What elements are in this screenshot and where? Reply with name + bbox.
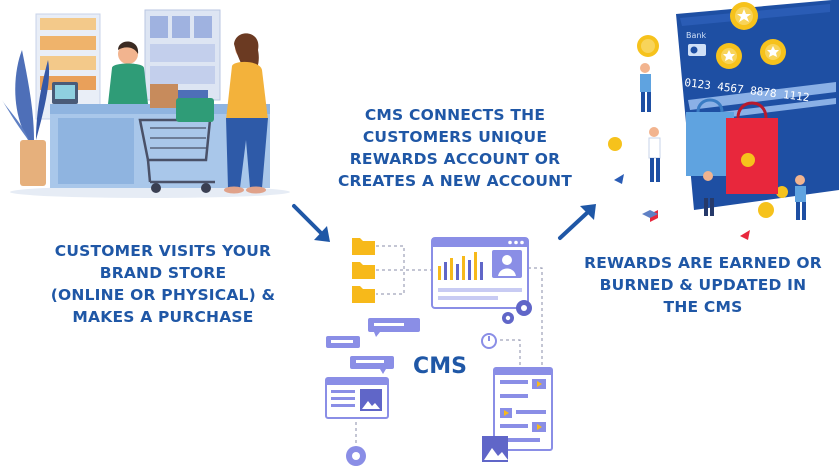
person-figure	[703, 171, 714, 216]
person-figure	[648, 127, 661, 182]
chat-bubble-icon	[368, 318, 420, 337]
caption-line: customers unique	[362, 128, 548, 146]
dashboard-window-icon	[431, 237, 529, 309]
media-list-window-icon	[493, 367, 553, 451]
caption-line: Rewards are earned or	[584, 254, 822, 272]
caption-line: creates a new account	[337, 172, 573, 190]
caption-rewards-earned: Rewards are earned or burned & updated i…	[572, 252, 834, 318]
person-figure	[640, 63, 651, 112]
coin-icon	[608, 137, 622, 151]
caption-line: Customer visits your	[54, 242, 272, 260]
person-figure	[795, 175, 806, 220]
caption-customer-visit: Customer visits your brand store (Online…	[28, 240, 298, 328]
coin-icon	[730, 2, 758, 30]
shopping-bag-icon	[726, 101, 778, 194]
card-bank-label: Bank	[686, 31, 706, 40]
gear-icon	[516, 300, 532, 316]
caption-line: burned & updated in	[599, 276, 807, 294]
folder-icon	[352, 262, 375, 279]
rewards-scene: Bank 0123 4567 8878 1112	[608, 0, 839, 240]
caption-line: CMS connects the	[364, 106, 546, 124]
store-scene	[2, 9, 290, 198]
coin-icon	[760, 39, 786, 65]
power-icon	[481, 333, 497, 349]
caption-cms-connects: CMS connects the customers unique reward…	[320, 104, 590, 192]
document-window-icon	[325, 377, 389, 419]
caption-line: rewards account or	[349, 150, 561, 168]
chat-bubble-icon	[350, 356, 394, 374]
folder-icon	[352, 286, 375, 303]
coin-icon	[776, 186, 788, 198]
coin-icon	[758, 202, 774, 218]
cms-label: CMS	[413, 354, 467, 379]
folder-icon	[352, 238, 375, 255]
chat-bubble-icon	[326, 336, 360, 348]
arrow-to-rewards	[558, 204, 596, 240]
gear-icon	[502, 312, 514, 324]
caption-line: makes a purchase	[72, 308, 254, 326]
coin-icon	[637, 35, 659, 57]
caption-line: the CMS	[663, 298, 743, 316]
caption-line: (Online or Physical) &	[50, 286, 276, 304]
coin-icon	[716, 43, 742, 69]
settings-gear-icon	[346, 446, 366, 466]
cms-diagram	[325, 237, 553, 466]
arrow-to-cms	[292, 204, 330, 242]
image-icon	[482, 436, 508, 462]
caption-line: brand store	[99, 264, 227, 282]
